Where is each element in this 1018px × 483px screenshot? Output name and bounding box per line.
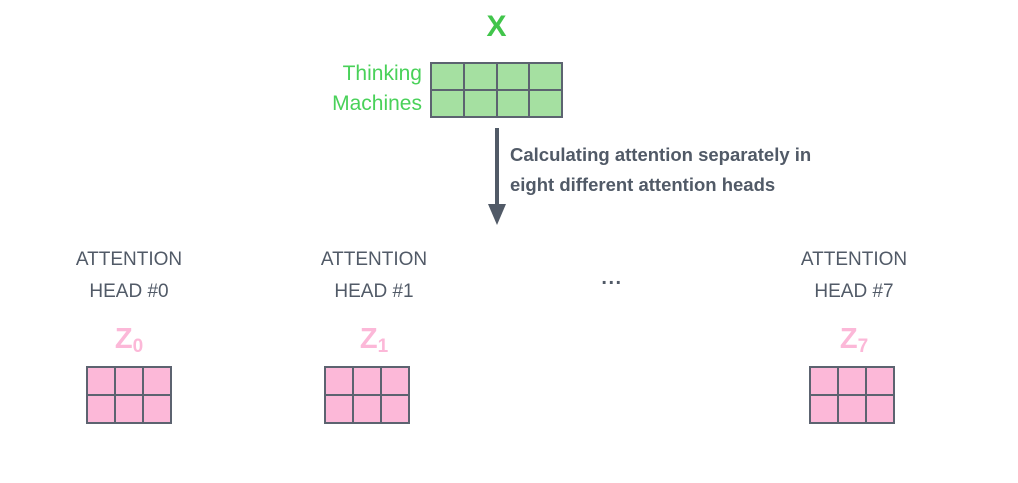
z-label-1: Z1	[264, 322, 484, 360]
attention-head-0-title-line-1: HEAD #0	[89, 281, 169, 302]
attention-head-7-title-line-1: HEAD #7	[814, 281, 894, 302]
down-arrow-icon	[488, 128, 506, 225]
matrix-cell	[326, 396, 352, 422]
attention-head-0-title-lines: ATTENTION HEAD #0	[19, 244, 239, 308]
matrix-cell	[382, 368, 408, 394]
flow-annotation: Calculating attention separately in eigh…	[510, 140, 910, 200]
input-row-labels: Thinking Machines	[250, 59, 422, 119]
matrix-cell	[144, 368, 170, 394]
matrix-cell	[88, 396, 114, 422]
matrix-cell	[839, 396, 865, 422]
z-subscript-0: 0	[132, 336, 144, 357]
z-symbol-7: Z	[839, 323, 858, 355]
matrix-cell	[530, 91, 561, 116]
output-matrix-z0	[86, 366, 172, 424]
attention-head-7-title-lines: ATTENTION HEAD #7	[744, 244, 964, 308]
z-label-0: Z0	[19, 322, 239, 360]
matrix-cell	[116, 396, 142, 422]
matrix-cell	[432, 91, 463, 116]
flow-annotation-line-0: Calculating attention separately in	[510, 144, 812, 165]
matrix-cell	[432, 64, 463, 89]
matrix-cell	[867, 368, 893, 394]
attention-head-1-title: ATTENTION HEAD #1	[264, 244, 484, 308]
matrix-cell	[354, 396, 380, 422]
matrix-cell	[144, 396, 170, 422]
input-row-label-1: Machines	[332, 92, 422, 115]
matrix-cell	[326, 368, 352, 394]
attention-head-1-title-line-1: HEAD #1	[334, 281, 414, 302]
matrix-cell	[354, 368, 380, 394]
matrix-cell	[116, 368, 142, 394]
attention-head-7-title: ATTENTION HEAD #7	[744, 244, 964, 308]
z-label-7: Z7	[744, 322, 964, 360]
attention-head-1-title-lines: ATTENTION HEAD #1	[264, 244, 484, 308]
matrix-cell	[497, 91, 529, 116]
z-subscript-7: 7	[857, 336, 869, 357]
matrix-cell	[867, 396, 893, 422]
input-row-label-0: Thinking	[342, 62, 422, 85]
output-matrix-z7	[809, 366, 895, 424]
z-symbol-1: Z	[359, 323, 378, 355]
matrix-cell	[811, 368, 837, 394]
matrix-cell	[497, 64, 529, 89]
matrix-cell	[530, 64, 561, 89]
matrix-cell	[88, 368, 114, 394]
attention-head-0-title: ATTENTION HEAD #0	[19, 244, 239, 308]
attention-head-1-title-line-0: ATTENTION	[320, 249, 428, 270]
flow-annotation-line-1: eight different attention heads	[510, 174, 776, 195]
ellipsis-separator: ...	[601, 267, 623, 289]
z-subscript-1: 1	[377, 336, 389, 357]
matrix-cell	[811, 396, 837, 422]
matrix-cell	[464, 64, 496, 89]
matrix-cell	[839, 368, 865, 394]
input-matrix-title: X	[486, 10, 507, 43]
matrix-cell	[382, 396, 408, 422]
attention-head-0-title-line-0: ATTENTION	[75, 249, 183, 270]
z-symbol-0: Z	[114, 323, 133, 355]
matrix-cell	[464, 91, 496, 116]
attention-head-7-title-line-0: ATTENTION	[800, 249, 908, 270]
input-matrix-x	[430, 62, 563, 118]
output-matrix-z1	[324, 366, 410, 424]
